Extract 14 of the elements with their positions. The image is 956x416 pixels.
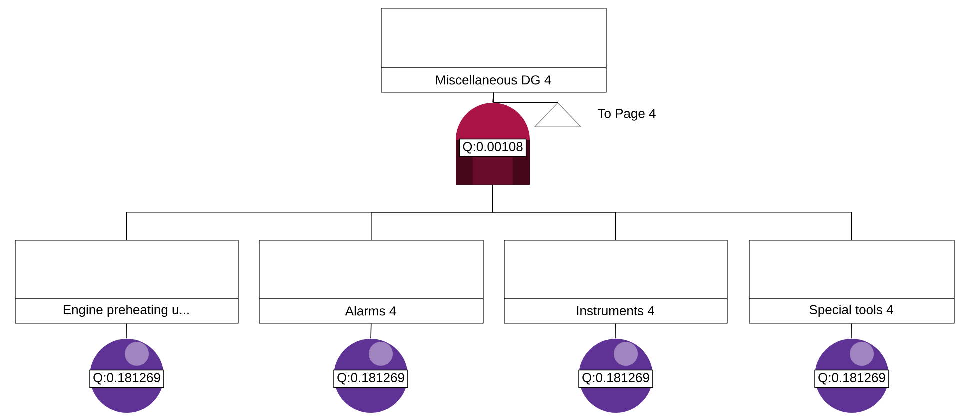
basic-event-sphere: Q:0.181269 — [334, 339, 408, 413]
connector-line — [126, 323, 128, 339]
event-box: Miscellaneous DG 4 — [380, 8, 607, 93]
basic-event-sphere: Q:0.181269 — [814, 339, 890, 413]
basic-event-sphere: Q:0.181269 — [578, 339, 654, 413]
basic-event-sphere: Q:0.181269 — [90, 339, 164, 413]
event-box: Instruments 4 — [504, 240, 728, 324]
transfer-label: To Page 4 — [598, 109, 656, 121]
event-box: Alarms 4 — [258, 240, 484, 324]
event-box: Engine preheating u... — [14, 240, 239, 324]
connector-line — [492, 185, 852, 240]
event-box: Special tools 4 — [748, 240, 955, 324]
or-gate: Q:0.00108 — [456, 103, 530, 185]
connector-line — [370, 323, 372, 339]
